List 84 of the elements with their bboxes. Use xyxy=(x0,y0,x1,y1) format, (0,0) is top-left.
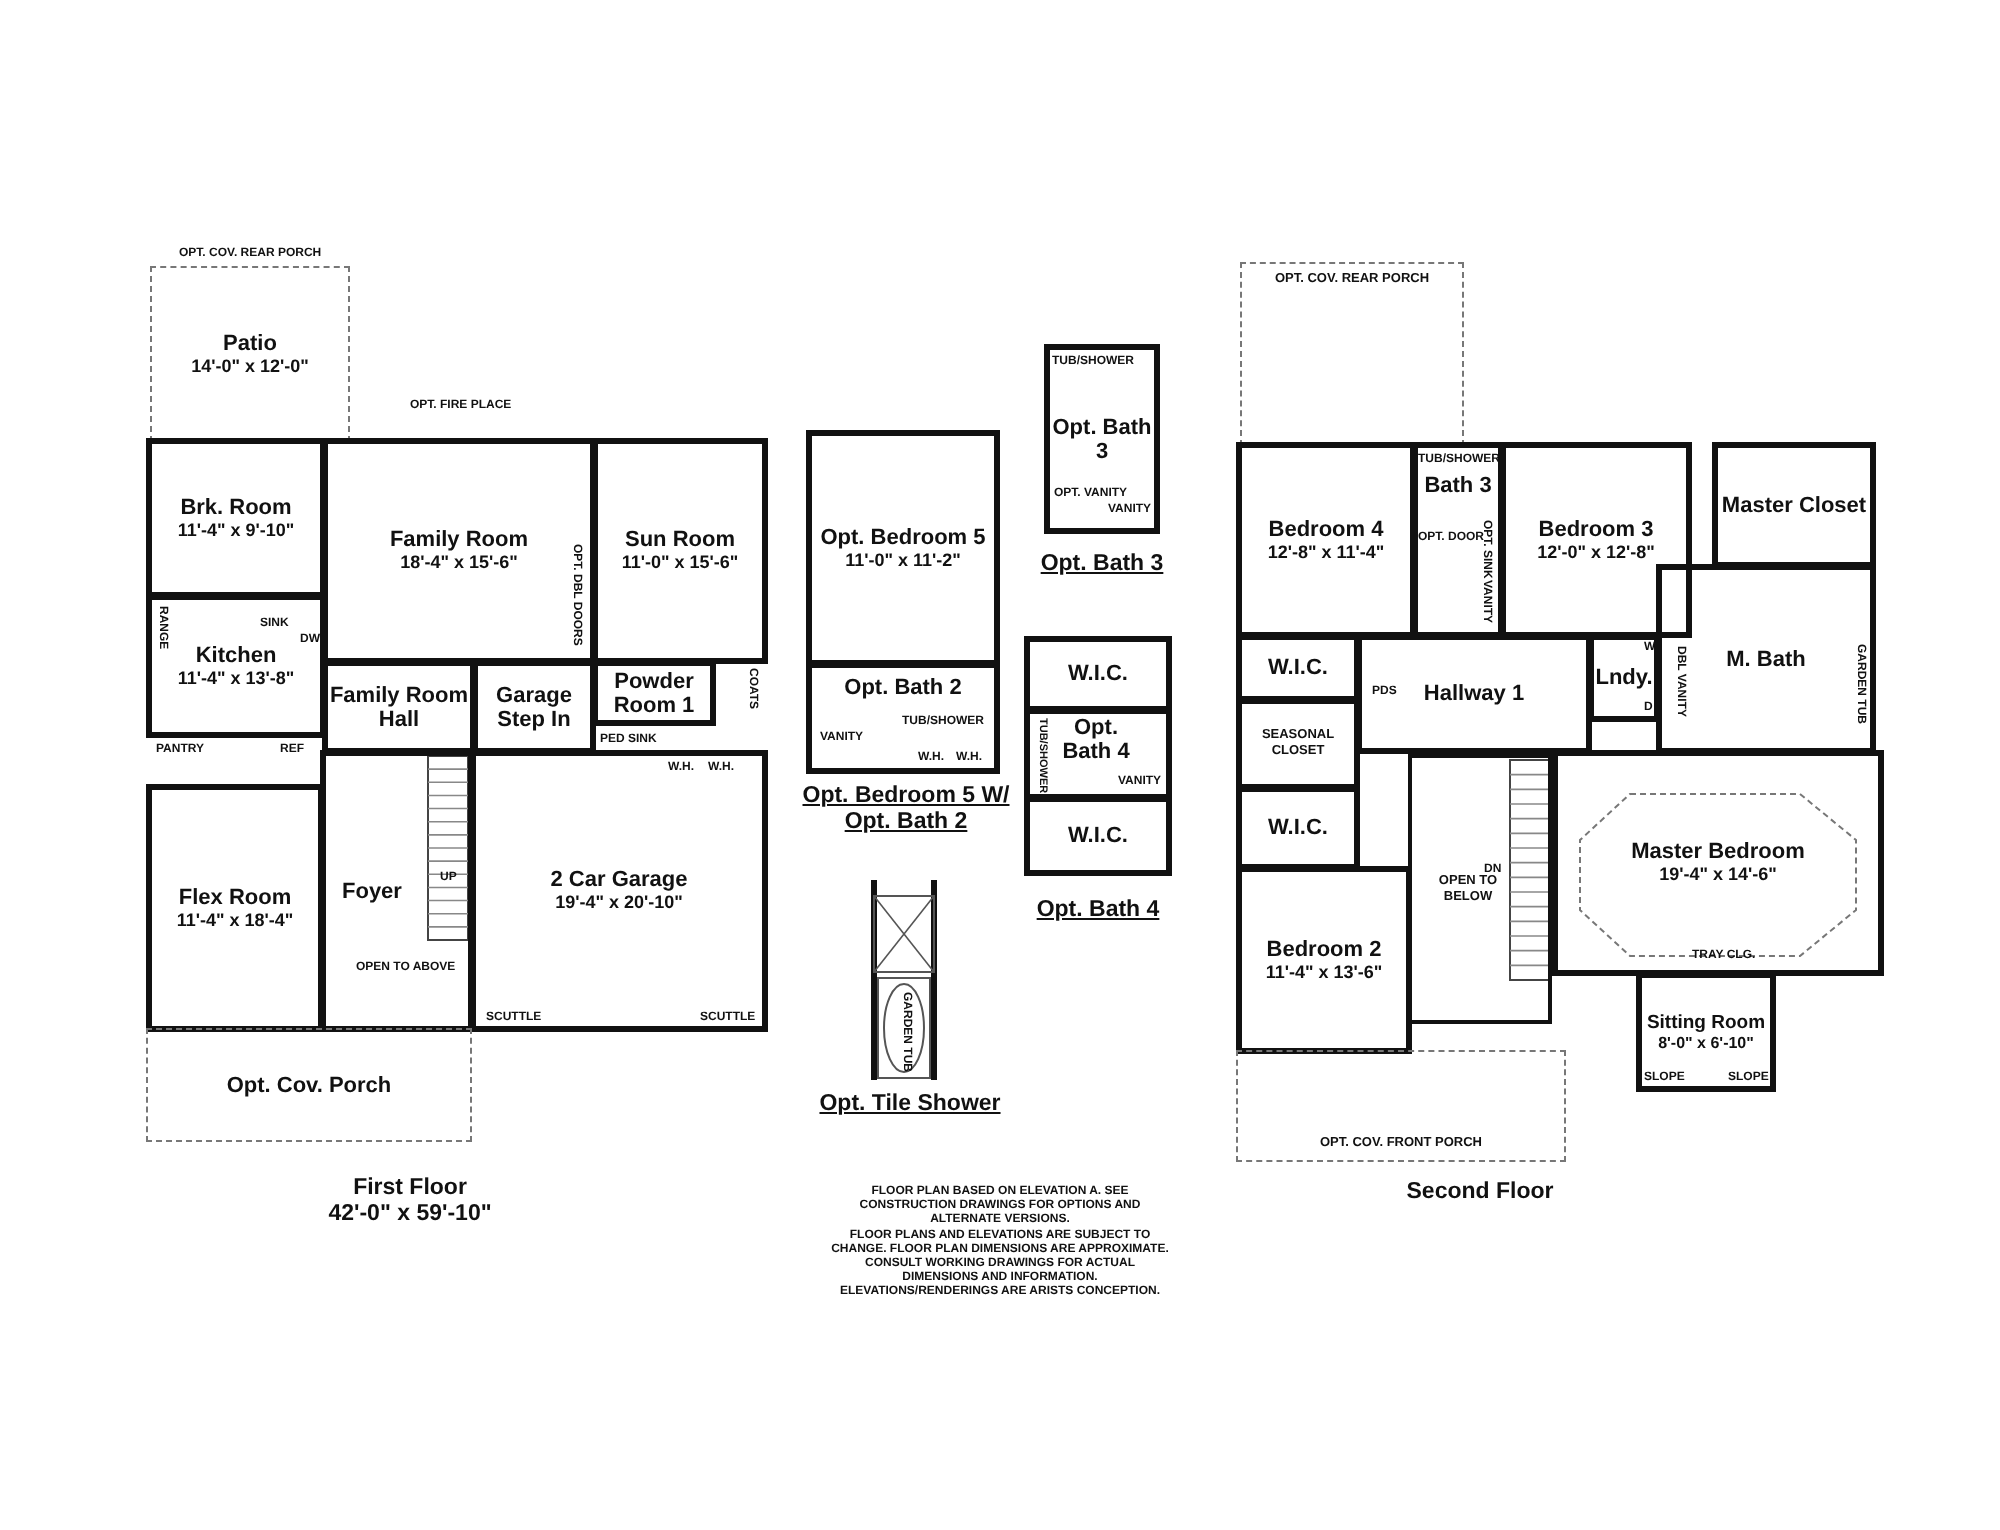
room-dimensions: 14'-0" x 12'-0" xyxy=(191,355,309,377)
room-name: Kitchen xyxy=(195,643,277,667)
room-outline xyxy=(1236,866,1412,1054)
room-outline xyxy=(1236,634,1360,702)
room-dimensions: 12'-8" x 11'-4" xyxy=(1267,541,1385,563)
room-outline xyxy=(1636,972,1776,1092)
floor-caption: First Floor xyxy=(351,1176,469,1202)
room-name: Garage Step In xyxy=(494,683,574,731)
room-outline xyxy=(472,660,596,754)
room-name: Opt. Bath 4 xyxy=(1060,716,1132,764)
room-outline xyxy=(1656,564,1876,754)
room-outline xyxy=(1500,442,1692,638)
room-name: Brk. Room xyxy=(180,495,292,519)
room-name: Bedroom 3 xyxy=(1538,517,1654,541)
room-name: W.I.C. xyxy=(1268,816,1328,840)
room-outline xyxy=(592,438,768,664)
room-name: Lndy. xyxy=(1595,666,1653,690)
patio-outline xyxy=(150,266,350,442)
room-outline xyxy=(1024,796,1172,876)
room-dimensions: 11'-0" x 11'-2" xyxy=(845,549,961,571)
porch-outline xyxy=(146,1028,472,1142)
room-outline xyxy=(806,662,1000,774)
room-dimensions: 19'-4" x 20'-10" xyxy=(555,892,683,914)
room-dimensions: 11'-4" x 13'-6" xyxy=(1265,961,1383,983)
room-outline xyxy=(1236,786,1360,870)
room-dimensions: 11'-4" x 9'-10" xyxy=(177,519,295,541)
room-name: 2 Car Garage xyxy=(550,868,688,892)
room-name: Family Room Hall xyxy=(328,683,470,731)
floor-dimensions: 42'-0" x 59'-10" xyxy=(326,1202,494,1228)
open-area-outline xyxy=(1408,754,1552,1024)
room-name: Master Bedroom xyxy=(1631,840,1805,864)
option-caption: Opt. Bath 3 xyxy=(1040,552,1164,578)
room-name: Sitting Room xyxy=(1646,1013,1766,1033)
room-outline xyxy=(1712,442,1876,568)
room-outline xyxy=(592,660,716,726)
room-dimensions: 18'-4" x 15'-6" xyxy=(400,552,518,574)
room-dimensions: 12'-0" x 12'-8" xyxy=(1537,541,1655,563)
room-name: M. Bath xyxy=(1726,647,1806,671)
room-name: Hallway 1 xyxy=(1423,682,1525,706)
room-outline xyxy=(1356,634,1592,754)
room-outline xyxy=(146,594,326,738)
room-outline xyxy=(1024,636,1172,712)
room-outline xyxy=(1552,750,1884,976)
room-outline xyxy=(322,660,476,754)
room-name: W.I.C. xyxy=(1268,656,1328,680)
room-name: Opt. Bath 3 xyxy=(1050,415,1154,463)
room-name: Foyer xyxy=(342,879,402,903)
porch-outline xyxy=(1236,1050,1566,1162)
room-outline xyxy=(806,430,1000,666)
room-outline xyxy=(1588,634,1660,722)
room-name: Bedroom 4 xyxy=(1268,517,1384,541)
room-name: Opt. Bedroom 5 xyxy=(820,525,986,549)
room-name: Patio xyxy=(223,331,277,355)
option-caption: Opt. Bath 4 xyxy=(1034,898,1162,924)
room-name: Opt. Bath 2 xyxy=(844,676,962,700)
floor-caption: Second Floor xyxy=(1404,1180,1556,1206)
room-name: Bedroom 2 xyxy=(1266,937,1382,961)
room-outline xyxy=(320,750,474,1032)
room-outline xyxy=(1412,442,1504,638)
room-dimensions: 19'-4" x 14'-6" xyxy=(1659,864,1777,886)
room-dimensions: 11'-0" x 15'-6" xyxy=(621,552,739,574)
room-outline xyxy=(322,438,596,664)
room-name: Family Room xyxy=(389,528,529,552)
room-name: W.I.C. xyxy=(1068,824,1128,848)
room-name: Sun Room xyxy=(625,528,735,552)
option-caption: Opt. Bedroom 5 W/ Opt. Bath 2 xyxy=(800,784,1012,836)
room-dimensions: 11'-4" x 18'-4" xyxy=(176,909,294,931)
room-dimensions: 8'-0" x 6'-10" xyxy=(1658,1033,1754,1051)
room-outline xyxy=(1044,344,1160,534)
room-name: W.I.C. xyxy=(1068,662,1128,686)
room-outline xyxy=(1236,698,1360,790)
room-outline xyxy=(1236,442,1416,638)
porch-outline xyxy=(1240,262,1464,446)
room-outline xyxy=(470,750,768,1032)
room-name: Master Closet xyxy=(1721,493,1867,517)
room-name: Bath 3 xyxy=(1424,474,1492,498)
option-caption: Opt. Tile Shower xyxy=(817,1092,1003,1118)
room-dimensions: 11'-4" x 13'-8" xyxy=(177,667,295,689)
room-name: Flex Room xyxy=(178,885,292,909)
room-outline xyxy=(146,784,324,1032)
room-outline xyxy=(146,438,326,598)
room-outline xyxy=(1024,708,1172,800)
room-name: Opt. Cov. Porch xyxy=(226,1073,392,1097)
room-name: Powder Room 1 xyxy=(611,669,697,717)
